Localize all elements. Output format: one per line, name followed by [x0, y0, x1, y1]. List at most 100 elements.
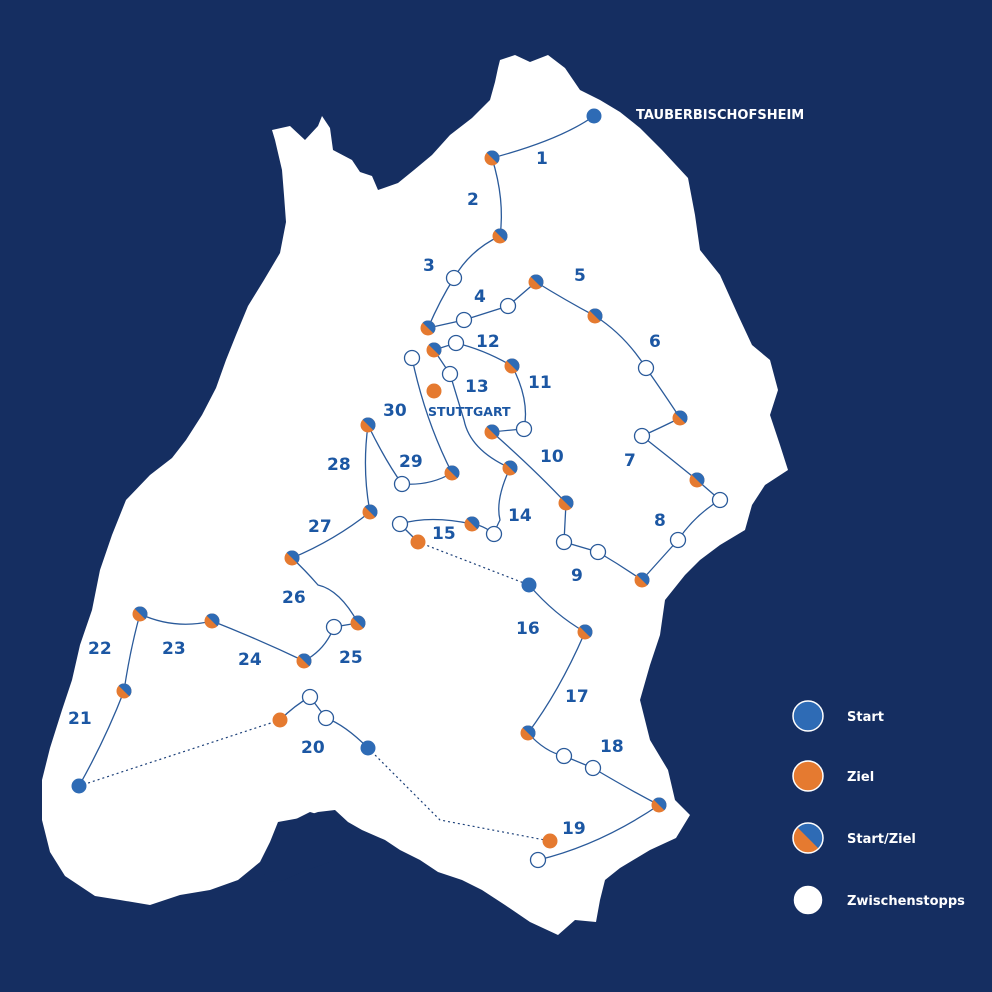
start-ziel-marker [116, 683, 132, 699]
route-line [78, 690, 125, 787]
stage-number: 21 [68, 709, 92, 729]
legend-start-label: Start [847, 710, 884, 725]
stage-number: 29 [399, 452, 423, 472]
route-line [411, 357, 453, 474]
stage-number: 17 [565, 687, 589, 707]
start-ziel-marker [284, 550, 300, 566]
state-outline [42, 55, 788, 935]
stage-number: 23 [162, 639, 186, 659]
start-ziel-marker [502, 460, 518, 476]
stage-number: 28 [327, 455, 351, 475]
start-marker [360, 740, 376, 756]
route-line [427, 281, 537, 329]
start-ziel-marker [350, 615, 366, 631]
stage-number: 9 [571, 566, 583, 586]
stage-number: 30 [383, 401, 407, 421]
waypoint-marker [485, 525, 503, 543]
stage-number: 26 [282, 588, 306, 608]
waypoint-marker [633, 427, 651, 445]
waypoint-marker [301, 688, 319, 706]
start-ziel-marker [651, 797, 667, 813]
stage-number: 7 [624, 451, 636, 471]
waypoint-marker [711, 491, 729, 509]
stage-number: 2 [467, 190, 479, 210]
start-ziel-marker [520, 725, 536, 741]
legend-start-ziel-marker [792, 822, 824, 854]
stage-number: 20 [301, 738, 325, 758]
stage-number: 18 [600, 737, 624, 757]
start-ziel-marker [504, 358, 520, 374]
start-ziel-marker [587, 308, 603, 324]
start-ziel-marker [444, 465, 460, 481]
route-line [279, 696, 369, 749]
start-ziel-marker [689, 472, 705, 488]
waypoint-marker [637, 359, 655, 377]
stage-number: 13 [465, 377, 489, 397]
start-ziel-marker [672, 410, 688, 426]
route-line [211, 620, 305, 662]
start-ziel-marker [492, 228, 508, 244]
route-line [491, 431, 567, 504]
legend-start-ziel-label: Start/Ziel [847, 832, 916, 847]
stage-number: 14 [508, 506, 532, 526]
legend-ziel-marker [792, 760, 824, 792]
ziel-marker [272, 712, 288, 728]
ziel-marker [410, 534, 426, 550]
lake-constance [262, 812, 352, 882]
start-ziel-marker [362, 504, 378, 520]
ziel-marker [426, 383, 442, 399]
start-ziel-marker [426, 342, 442, 358]
stage-number: 16 [516, 619, 540, 639]
waypoint-marker [455, 311, 473, 329]
stage-number: 25 [339, 648, 363, 668]
legend-zwischenstopps-marker [792, 884, 824, 916]
place-label-tauberbischofsheim: TAUBERBISCHOFSHEIM [636, 108, 804, 123]
transfers [78, 541, 551, 842]
waypoint-marker [445, 269, 463, 287]
start-ziel-marker [528, 274, 544, 290]
stage-number: 22 [88, 639, 112, 659]
start-ziel-marker [634, 572, 650, 588]
route-line [291, 511, 371, 559]
waypoint-marker [515, 420, 533, 438]
start-ziel-marker [204, 613, 220, 629]
route-line [364, 424, 371, 513]
start-ziel-marker [420, 320, 436, 336]
legend-ziel-label: Ziel [847, 770, 874, 785]
waypoint-marker [589, 543, 607, 561]
stage-number: 10 [540, 447, 564, 467]
route-line [433, 349, 511, 469]
waypoint-marker [555, 533, 573, 551]
stage-number: 15 [432, 524, 456, 544]
start-ziel-marker [132, 606, 148, 622]
start-marker [71, 778, 87, 794]
route-line [527, 631, 586, 734]
waypoint-marker [393, 475, 411, 493]
waypoint-marker [441, 365, 459, 383]
start-ziel-marker [484, 150, 500, 166]
legend-zwischenstopps-label: Zwischenstopps [847, 894, 965, 909]
stage-number: 12 [476, 332, 500, 352]
place-label-stuttgart: STUTTGART [428, 404, 511, 419]
stage-number: 24 [238, 650, 262, 670]
start-ziel-marker [577, 624, 593, 640]
route-line [491, 115, 595, 159]
ziel-marker [542, 833, 558, 849]
start-ziel-marker [360, 417, 376, 433]
stage-number: 8 [654, 511, 666, 531]
stage-number: 11 [528, 373, 552, 393]
route-line [537, 804, 660, 861]
waypoint-marker [403, 349, 421, 367]
waypoint-marker [555, 747, 573, 765]
transfer-line [78, 719, 281, 787]
legend-start-marker [792, 700, 824, 732]
start-ziel-marker [464, 516, 480, 532]
waypoint-marker [317, 709, 335, 727]
transfer-line [367, 747, 551, 842]
waypoint-marker [529, 851, 547, 869]
stage-number: 4 [474, 287, 486, 307]
start-ziel-marker [484, 424, 500, 440]
route-line [291, 557, 359, 624]
